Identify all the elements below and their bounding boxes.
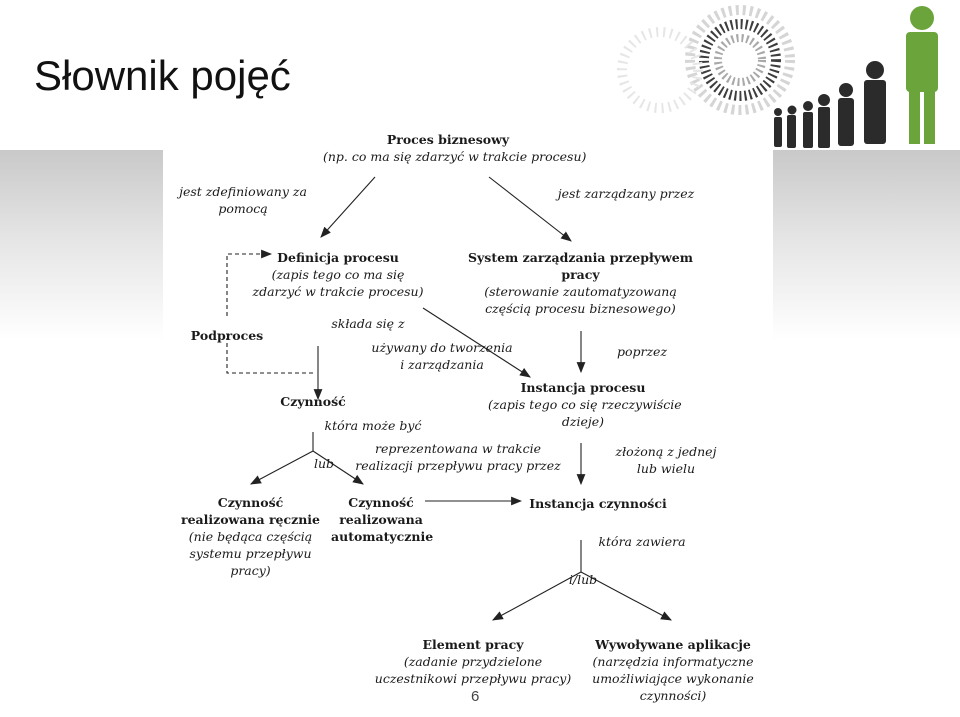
node-description: uczestnikowi przepływu pracy)	[374, 670, 572, 686]
label-zlozona: złożoną z jednej lub wielu	[611, 444, 721, 478]
node-description: częścią procesu biznesowego)	[485, 300, 676, 316]
node-title: Element pracy	[422, 637, 524, 652]
node-title: Czynność	[348, 495, 414, 510]
arrow-to-aplikacje	[580, 571, 672, 621]
node-title: pracy	[561, 266, 600, 282]
node-instancja-czynnosci: Instancja czynności	[529, 496, 667, 511]
workflow-glossary-diagram: Proces biznesowy (np. co ma się zdarzyć …	[163, 120, 773, 717]
node-title: Czynność	[217, 495, 284, 510]
slide-title: Słownik pojęć	[34, 52, 291, 99]
node-title: Definicja procesu	[277, 250, 399, 265]
node-description: dzieje)	[561, 413, 605, 429]
diagram-connectors	[226, 176, 672, 621]
node-czynnosc: Czynność	[280, 394, 346, 409]
label-line: i zarządzania	[400, 356, 484, 372]
label-sklada-sie: składa się z	[331, 316, 405, 331]
node-title: System zarządzania przepływem	[468, 250, 693, 265]
arrow-proces-to-definicja	[320, 176, 376, 238]
sunburst-graphic	[617, 5, 795, 115]
label-ktora-zawiera: która zawiera	[598, 534, 686, 549]
node-title: realizowana ręcznie	[180, 511, 320, 527]
podproces-dashed-loop	[226, 253, 313, 374]
label-line: lub wielu	[636, 460, 696, 476]
node-description: (sterowanie zautomatyzowaną	[484, 283, 677, 299]
node-description: (zadanie przydzielone	[403, 653, 543, 669]
node-title: Proces biznesowy	[386, 132, 510, 147]
node-description: (nie będąca częścią	[188, 528, 313, 544]
label-line: jest zdefiniowany za	[179, 184, 307, 199]
node-description: czynności)	[639, 687, 707, 703]
node-definicja-procesu: Definicja procesu (zapis tego co ma się …	[243, 250, 433, 301]
label-uzywany: używany do tworzenia i zarządzania	[367, 340, 517, 374]
label-line: pomocą	[218, 200, 268, 216]
node-system-zarzadzania: System zarządzania przepływem pracy (ste…	[463, 250, 698, 318]
label-i-lub: i/lub	[568, 572, 598, 587]
node-czynnosc-automatyczna: Czynność realizowana automatycznie	[331, 495, 434, 546]
page-number: 6	[471, 688, 480, 705]
label-line: używany do tworzenia	[371, 340, 513, 355]
node-element-pracy: Element pracy (zadanie przydzielone ucze…	[368, 637, 578, 688]
people-logo	[617, 5, 938, 148]
node-description: systemu przepływu	[189, 545, 312, 561]
node-description: (zapis tego co się rzeczywiście	[488, 396, 682, 412]
node-description: pracy)	[230, 562, 271, 578]
arrow-proces-to-system	[488, 176, 572, 242]
node-description: umożliwiające wykonanie	[592, 670, 754, 686]
label-jest-zdefiniowany: jest zdefiniowany za pomocą	[173, 184, 313, 218]
node-title: realizowana	[339, 511, 423, 527]
node-instancja-procesu: Instancja procesu (zapis tego co się rze…	[488, 380, 682, 431]
label-poprzez: poprzez	[616, 344, 668, 359]
label-jest-zarzadzany: jest zarządzany przez	[557, 186, 695, 201]
node-description: (np. co ma się zdarzyć w trakcie procesu…	[323, 148, 587, 164]
people-silhouettes	[774, 6, 938, 148]
node-title: automatycznie	[331, 528, 434, 544]
node-czynnosc-reczna: Czynność realizowana ręcznie (nie będąca…	[173, 495, 328, 579]
node-title: Wywoływane aplikacje	[595, 637, 751, 652]
node-description: zdarzyć w trakcie procesu)	[252, 283, 424, 299]
arrow-to-auto	[312, 450, 364, 485]
arrow-to-element	[492, 571, 582, 621]
label-line: złożoną z jednej	[615, 444, 717, 459]
node-description: (narzędzia informatyczne	[592, 653, 754, 669]
label-reprezentowana: reprezentowana w trakcie realizacji prze…	[353, 441, 563, 475]
arrow-definicja-to-instancja	[422, 307, 531, 378]
node-title: Instancja procesu	[520, 380, 646, 395]
node-wywolywane-aplikacje: Wywoływane aplikacje (narzędzia informat…	[583, 637, 763, 705]
arrow-to-reczna	[250, 450, 314, 485]
node-podproces: Podproces	[190, 328, 264, 343]
label-lub: lub	[313, 456, 335, 471]
label-line: reprezentowana w trakcie	[374, 441, 542, 456]
node-proces-biznesowy: Proces biznesowy (np. co ma się zdarzyć …	[323, 132, 587, 166]
node-description: (zapis tego co ma się	[271, 266, 405, 282]
label-ktora-moze-byc: która może być	[324, 418, 422, 433]
label-line: realizacji przepływu pracy przez	[355, 457, 561, 473]
